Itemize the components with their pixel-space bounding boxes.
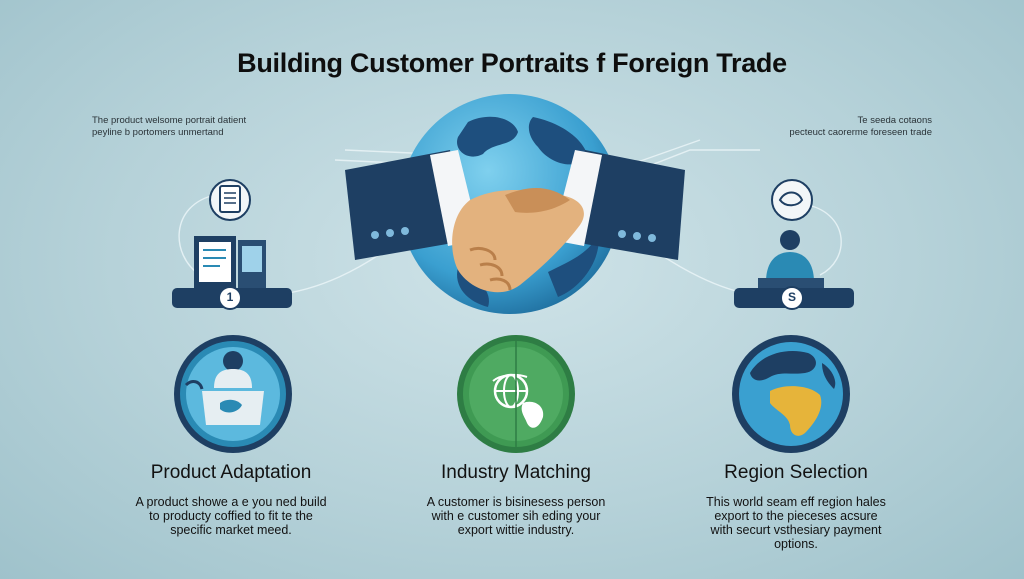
note-left-line-1: The product welsome portrait datient [92, 115, 247, 126]
globe-grid-icon [457, 335, 575, 453]
desc-line: A customer is bisinesess person [426, 495, 606, 509]
person-desk-icon [734, 179, 854, 310]
desc-line: with e customer sih eding your [431, 509, 601, 523]
page-title: Building Customer Portraits f Foreign Tr… [237, 48, 787, 78]
step-number-right: S [787, 290, 796, 304]
desc-line: with securt vsthesiary payment [710, 523, 882, 537]
label-industry-matching: Industry Matching [441, 462, 591, 483]
desc-line: This world seam eff region hales [706, 495, 886, 509]
document-device-icon [172, 179, 292, 310]
desc-line: A product showe a e you ned build [135, 495, 327, 509]
desc-line: options. [774, 537, 818, 551]
person-globe-icon [174, 335, 292, 453]
handshake-icon [345, 150, 685, 293]
note-right-line-2: pecteuct caorerme foreseen trade [789, 127, 932, 138]
desc-line: to producty coffied to fit te the [149, 509, 313, 523]
note-left-line-2: peyline b portomers unmertand [92, 127, 224, 138]
desc-region-selection: This world seam eff region hales export … [666, 495, 926, 551]
note-right: Te seeda cotaons pecteuct caorerme fores… [772, 115, 932, 139]
desc-industry-matching: A customer is bisinesess person with e c… [386, 495, 646, 537]
label-region-selection: Region Selection [724, 462, 868, 483]
note-left: The product welsome portrait datient pey… [92, 115, 292, 139]
desc-product-adaptation: A product showe a e you ned build to pro… [101, 495, 361, 537]
desc-line: export to the pieceses acsure [714, 509, 878, 523]
note-right-line-1: Te seeda cotaons [857, 115, 932, 126]
desc-line: export wittie industry. [457, 523, 575, 537]
label-product-adaptation: Product Adaptation [150, 462, 312, 483]
world-map-icon [732, 335, 850, 453]
desc-line: specific market meed. [170, 523, 292, 537]
step-number-left: 1 [226, 290, 234, 304]
